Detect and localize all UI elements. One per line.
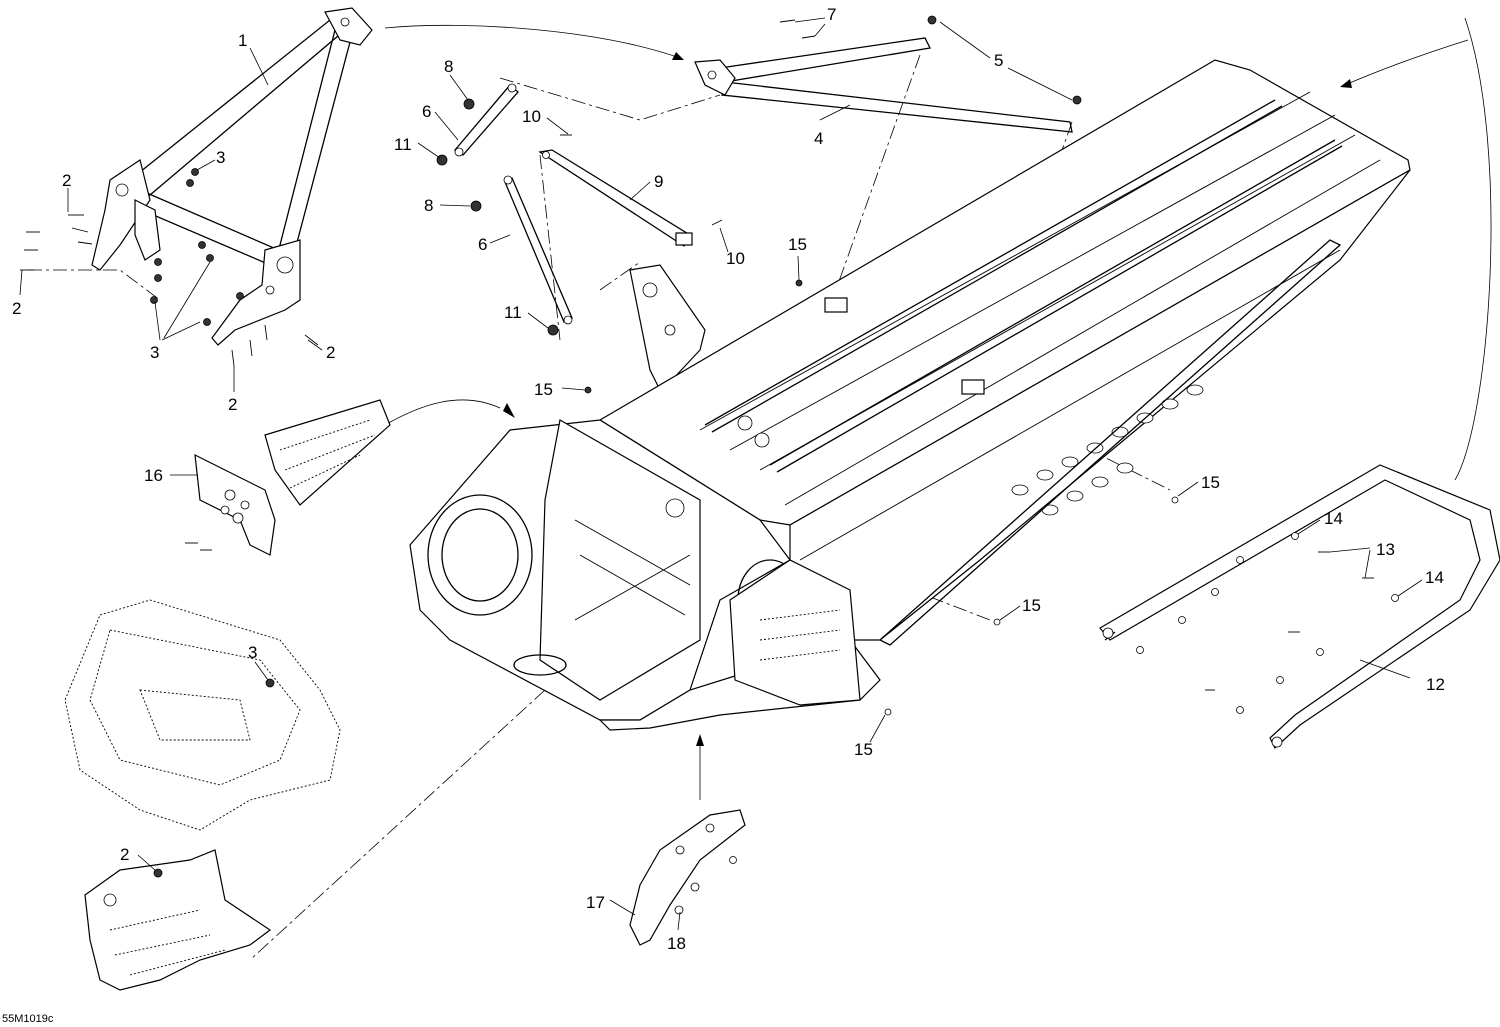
callout-3: 3 bbox=[216, 148, 225, 167]
callout-18: 18 bbox=[667, 934, 686, 953]
footrest bbox=[185, 399, 391, 556]
upper-tie-bar bbox=[694, 15, 1082, 133]
callout-8: 8 bbox=[444, 57, 453, 76]
callout-11: 11 bbox=[504, 303, 522, 322]
callout-11: 11 bbox=[394, 135, 412, 154]
callout-10: 10 bbox=[726, 249, 745, 268]
callout-15: 15 bbox=[788, 235, 807, 254]
steering-support-frame bbox=[91, 7, 373, 346]
guide-fasteners bbox=[1136, 532, 1399, 714]
bumper-bracket bbox=[629, 809, 746, 946]
callout-14: 14 bbox=[1324, 509, 1343, 528]
engine-cradle bbox=[64, 599, 341, 831]
callout-15: 15 bbox=[1022, 596, 1041, 615]
frame-hardware bbox=[20, 168, 319, 367]
callout-9: 9 bbox=[654, 172, 663, 191]
drawing-code: 55M1019c bbox=[2, 1013, 54, 1025]
callout-2: 2 bbox=[62, 171, 71, 190]
leader-lines bbox=[19, 17, 1423, 931]
callout-3: 3 bbox=[150, 343, 159, 362]
callout-4: 4 bbox=[814, 129, 823, 148]
struts bbox=[436, 83, 723, 336]
callout-6: 6 bbox=[422, 102, 431, 121]
callout-2: 2 bbox=[228, 395, 237, 414]
callout-1: 1 bbox=[238, 31, 247, 50]
callout-12: 12 bbox=[1426, 675, 1445, 694]
rear-track-guide bbox=[1099, 464, 1500, 749]
callout-15: 15 bbox=[854, 740, 873, 759]
tunnel-chassis bbox=[409, 59, 1411, 731]
callout-3: 3 bbox=[248, 643, 257, 662]
callout-2: 2 bbox=[12, 299, 21, 318]
callout-7: 7 bbox=[827, 5, 836, 24]
callout-6: 6 bbox=[478, 235, 487, 254]
callout-17: 17 bbox=[586, 893, 605, 912]
rivets bbox=[584, 279, 1179, 716]
callout-14: 14 bbox=[1425, 568, 1444, 587]
callout-16: 16 bbox=[144, 466, 163, 485]
callout-5: 5 bbox=[994, 51, 1003, 70]
callout-10: 10 bbox=[522, 107, 541, 126]
callout-15: 15 bbox=[534, 380, 553, 399]
callout-15: 15 bbox=[1201, 473, 1220, 492]
callouts: 1 2 2 2 2 2 3 3 3 4 5 6 6 7 8 8 9 10 10 … bbox=[2, 5, 1445, 1025]
lower-bracket bbox=[84, 849, 272, 991]
callout-13: 13 bbox=[1376, 540, 1395, 559]
callout-2: 2 bbox=[120, 845, 129, 864]
callout-2: 2 bbox=[326, 343, 335, 362]
callout-8: 8 bbox=[424, 196, 433, 215]
